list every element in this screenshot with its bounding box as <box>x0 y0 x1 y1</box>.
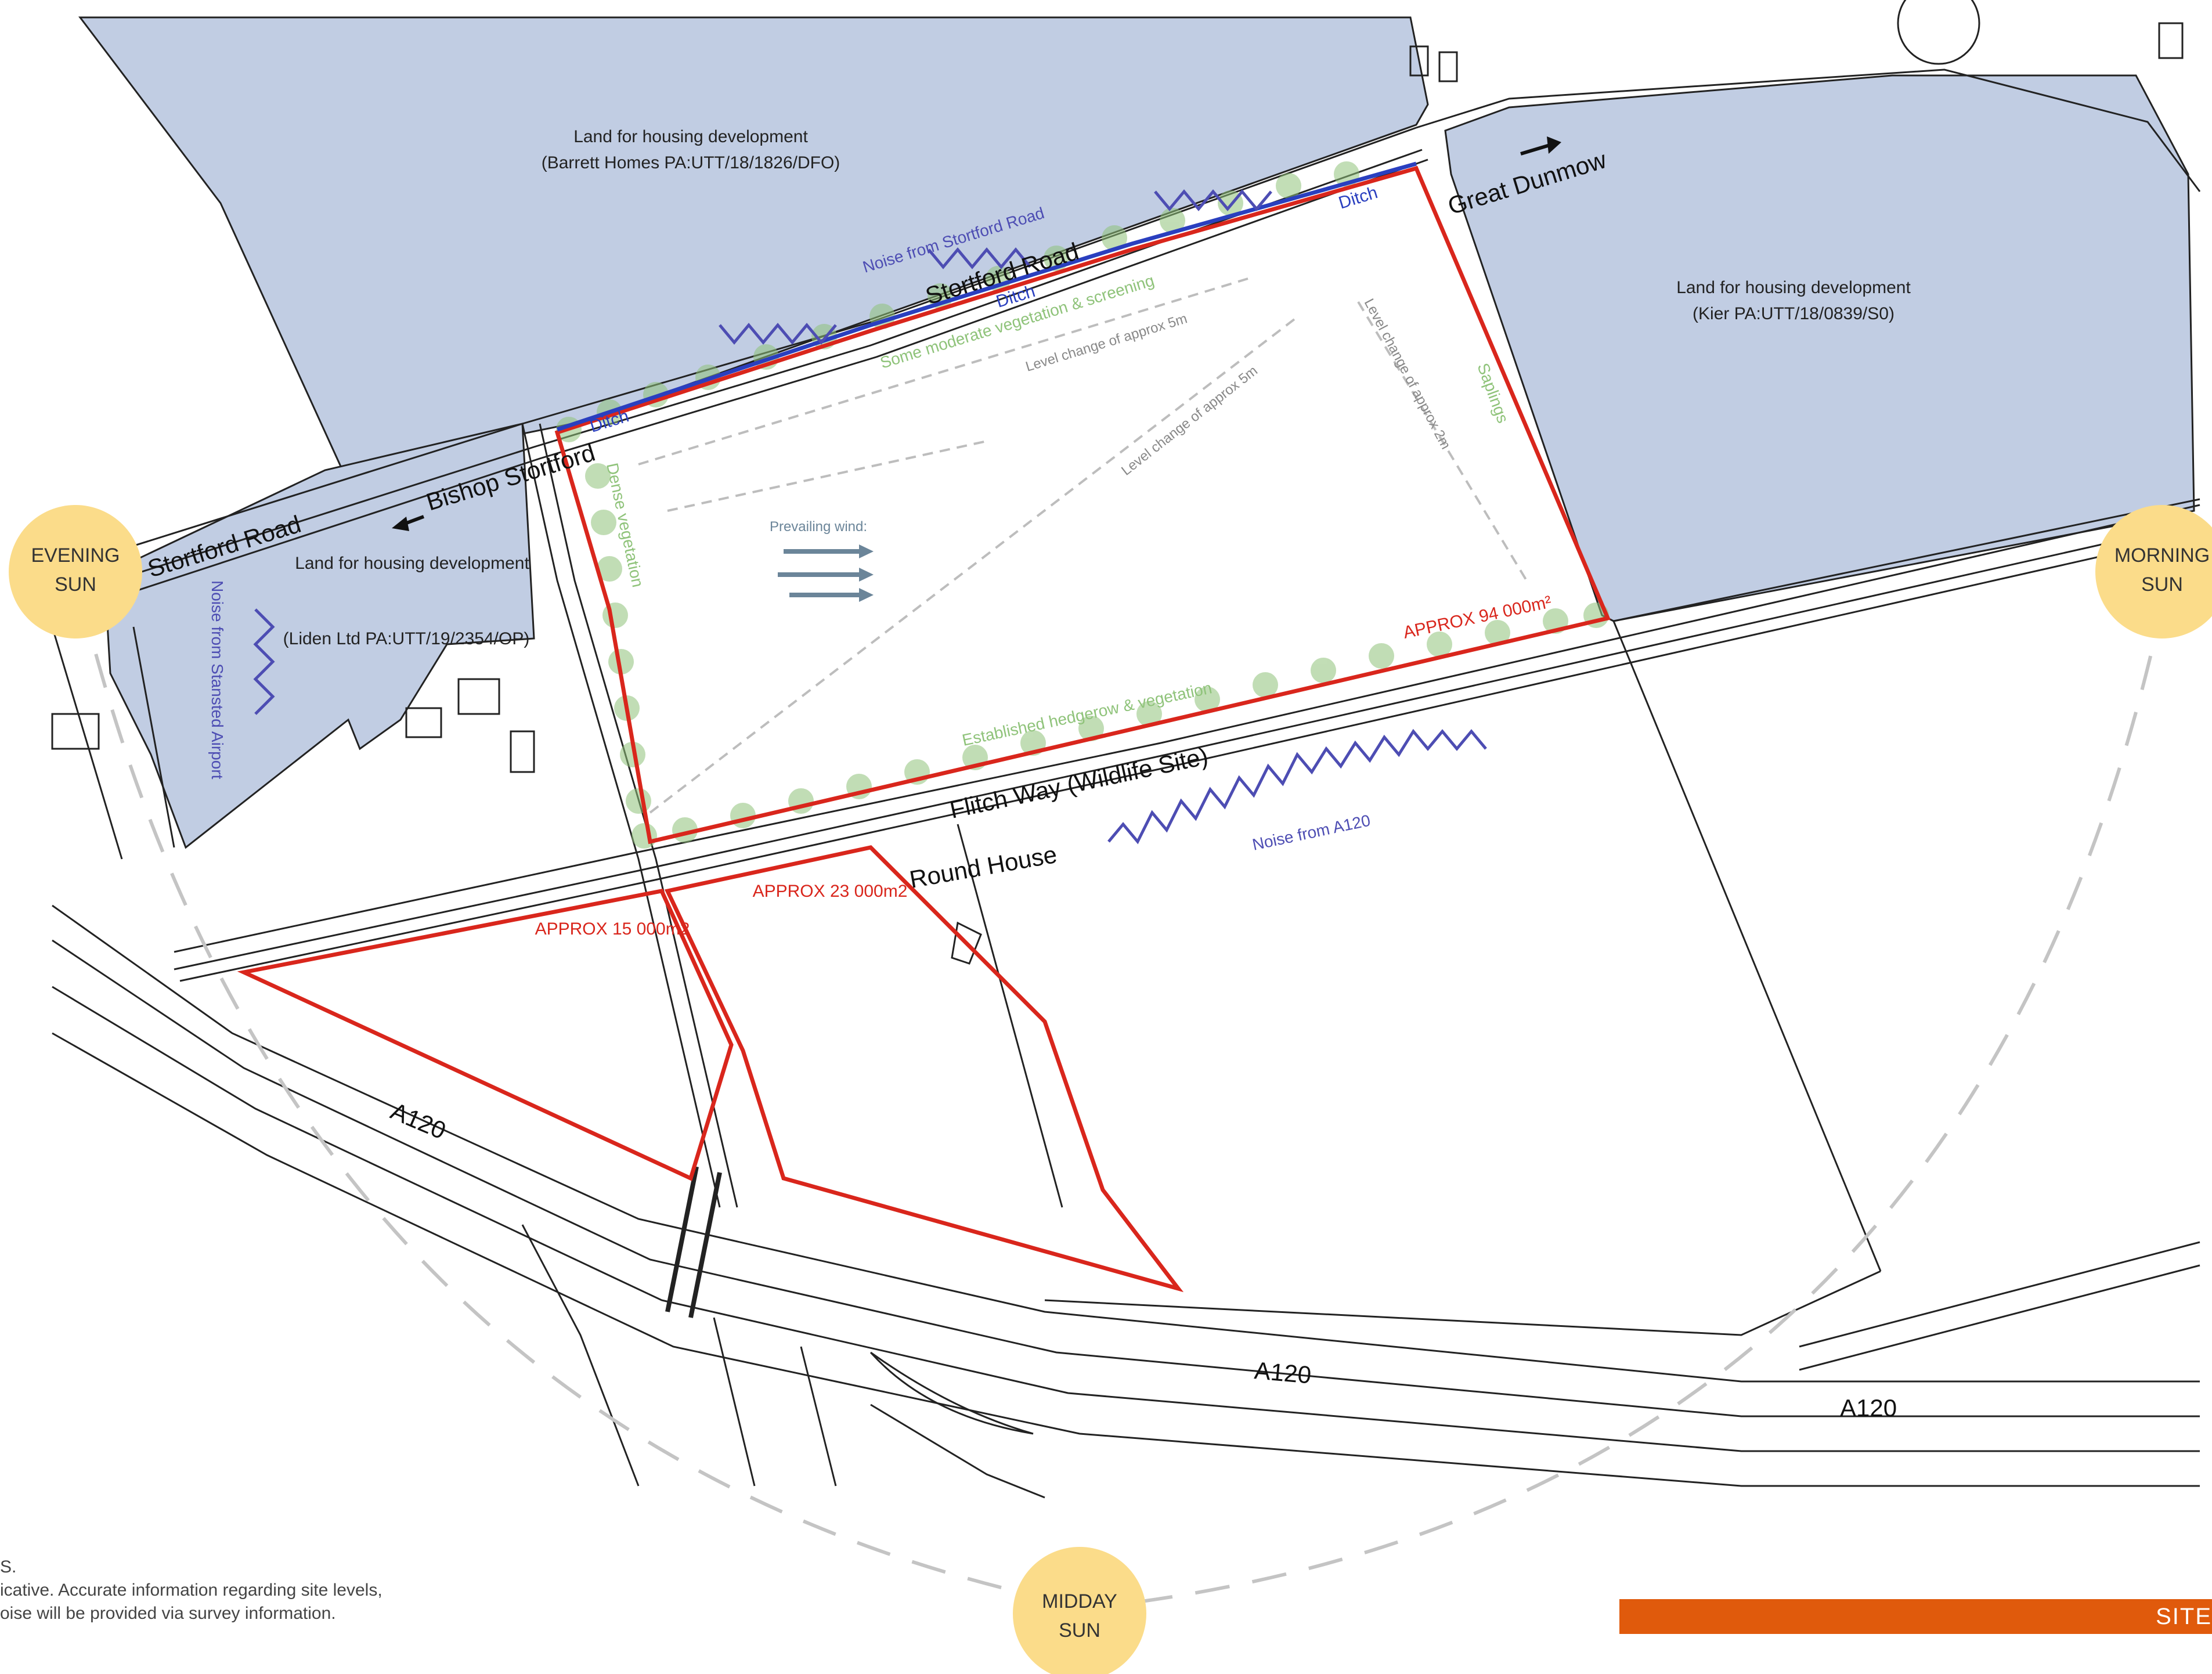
direction-arrows <box>392 136 1561 531</box>
south-west-site-area-label: APPROX 15 000m2 <box>535 919 690 939</box>
morning-sun-line1: MORNING <box>2114 544 2210 567</box>
noise-markers <box>253 189 1487 845</box>
development-area-liden <box>103 423 535 849</box>
morning-sun-line2: SUN <box>2141 573 2183 596</box>
notes: S. icative. Accurate information regardi… <box>0 1556 383 1625</box>
saplings-label: Saplings <box>1474 360 1512 425</box>
ditch-line <box>556 161 1417 432</box>
south-east-site-area-label: APPROX 23 000m2 <box>753 882 908 901</box>
notes-line-2: icative. Accurate information regarding … <box>0 1581 383 1600</box>
barrett-area-detail: (Barrett Homes PA:UTT/18/1826/DFO) <box>542 153 840 172</box>
level-change-label-2: Level change of approx 5m <box>1118 363 1261 479</box>
level-change-lines <box>638 277 1528 814</box>
midday-sun-line2: SUN <box>1059 1619 1100 1641</box>
a120-label-east: A120 <box>1840 1394 1897 1422</box>
notes-line-1: S. <box>0 1557 17 1576</box>
title-banner-label: SITE <box>2156 1604 2212 1629</box>
morning-sun: MORNING SUN <box>2095 505 2212 638</box>
a120-label-west: A120 <box>387 1097 450 1145</box>
barrett-area-name: Land for housing development <box>573 127 808 146</box>
wind-arrows <box>778 544 874 602</box>
site-boundary-south-east <box>664 845 1184 1293</box>
liden-area-name: Land for housing development <box>295 554 529 573</box>
midday-sun-line1: MIDDAY <box>1042 1590 1117 1612</box>
site-boundary-main <box>554 165 1611 845</box>
evening-sun: EVENING SUN <box>9 505 142 638</box>
round-house-label: Round House <box>907 840 1059 893</box>
site-boundary-south-west <box>237 889 734 1181</box>
kier-area-name: Land for housing development <box>1676 278 1911 297</box>
evening-sun-line1: EVENING <box>31 544 120 567</box>
noise-a120-label: Noise from A120 <box>1251 811 1372 854</box>
development-area-kier <box>1444 74 2195 622</box>
noise-airport-label: Noise from Stansted Airport <box>208 580 226 780</box>
midday-sun: MIDDAY SUN <box>1013 1547 1146 1674</box>
liden-area-detail: (Liden Ltd PA:UTT/19/2354/OP) <box>283 629 530 648</box>
prevailing-wind-label: Prevailing wind: <box>770 519 867 535</box>
sun-path-arc <box>80 591 2167 1610</box>
a120-label-south: A120 <box>1253 1356 1312 1388</box>
level-change-label-3: Level change of approx 2m <box>1361 296 1454 452</box>
title-banner: SITE <box>1619 1599 2212 1634</box>
kier-area-detail: (Kier PA:UTT/18/0839/S0) <box>1693 304 1895 323</box>
evening-sun-line2: SUN <box>55 573 96 596</box>
notes-line-3: oise will be provided via survey informa… <box>0 1604 336 1623</box>
